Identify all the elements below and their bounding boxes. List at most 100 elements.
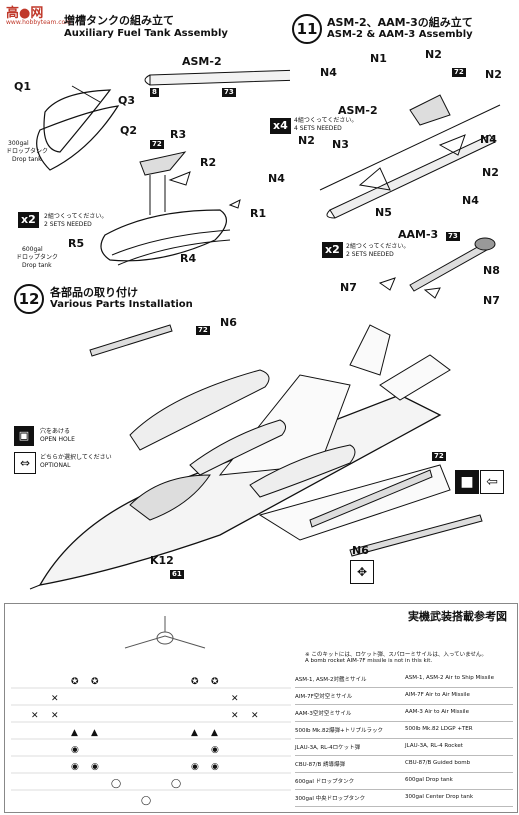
row-label-jp: JLAU-3A, RL-4ロケット弾	[295, 745, 361, 751]
paint-tag-73a: 73	[222, 88, 236, 97]
row-label-jp: 500lb Mk.82爆弾+トリプルラック	[295, 728, 384, 734]
svg-text:✕: ✕	[251, 711, 259, 721]
svg-text:◯: ◯	[141, 796, 151, 806]
part-n1: N1	[370, 52, 387, 65]
reference-row: 300gal 中央ドロップタンク 300gal Center Drop tank	[295, 791, 513, 807]
open-hole-icon: ▣	[14, 426, 34, 446]
part-n7a: N7	[340, 281, 357, 294]
tank600-title: 600gal	[22, 246, 43, 253]
part-n7b: N7	[483, 294, 500, 307]
step11-title-en: ASM-2 & AAM-3 Assembly	[327, 29, 473, 40]
part-r2: R2	[200, 156, 217, 169]
qty-1-en: 2 SETS NEEDED	[44, 221, 92, 228]
step12-number: 12	[14, 284, 44, 314]
part-k12: K12	[150, 554, 174, 567]
part-n5: N5	[375, 206, 392, 219]
part-asm2-top: ASM-2	[182, 55, 222, 68]
svg-text:◉: ◉	[191, 762, 199, 772]
reference-row: 600gal ドロップタンク 600gal Drop tank	[295, 774, 513, 790]
legend-optional-jp: どちらか選択してください	[40, 454, 112, 461]
tank300-title: 300gal	[8, 140, 29, 147]
reference-note-en: A bomb rocket AIM-7F missile is not in t…	[305, 658, 433, 664]
optional-icon: ⇔	[14, 452, 36, 474]
part-n4c: N4	[268, 172, 285, 185]
row-label-en: CBU-87/B Guided bomb	[405, 760, 471, 766]
svg-text:▲: ▲	[211, 728, 218, 738]
paint-tag-8: 8	[150, 88, 159, 97]
reference-row: AIM-7F空対空ミサイル AIM-7F Air to Air Missile	[295, 689, 513, 705]
part-q3: Q3	[118, 94, 136, 107]
option-cross-icon: ✥	[350, 560, 374, 584]
svg-text:✪: ✪	[91, 677, 99, 687]
reference-row: AAM-3空対空ミサイル AAM-3 Air to Air Missile	[295, 706, 513, 722]
row-label-jp: ASM-1, ASM-2対艦ミサイル	[295, 677, 367, 683]
row-label-jp: 300gal 中央ドロップタンク	[295, 796, 366, 802]
svg-text:✕: ✕	[231, 694, 239, 704]
svg-text:✕: ✕	[231, 711, 239, 721]
row-label-jp: AAM-3空対空ミサイル	[295, 711, 352, 717]
watermark-url: www.hobbyteam.com	[6, 19, 72, 26]
step12-title-jp: 各部品の取り付け	[50, 286, 138, 299]
part-n2d: N2	[482, 166, 499, 179]
svg-text:✕: ✕	[31, 711, 39, 721]
part-n2a: N2	[425, 48, 442, 61]
row-label-en: 300gal Center Drop tank	[405, 794, 474, 800]
missile-assembly-diagram	[319, 94, 501, 299]
tank300-en: Drop tank	[12, 156, 42, 163]
tank600-en: Drop tank	[22, 262, 52, 269]
svg-text:◉: ◉	[91, 762, 99, 772]
option-arrow-icon: ⇦	[480, 470, 504, 494]
qty-2-jp: 4組つくってください。	[294, 117, 358, 124]
part-r5: R5	[68, 237, 85, 250]
svg-text:▲: ▲	[191, 728, 198, 738]
tank600-sub: ドロップタンク	[16, 254, 59, 261]
qty-1-jp: 2組つくってください。	[44, 213, 108, 220]
paint-tag-72a: 72	[150, 140, 164, 149]
part-n2c: N2	[298, 134, 315, 147]
qty-box-2: x4	[270, 118, 291, 134]
step12-title-en: Various Parts Installation	[50, 299, 193, 310]
tank300-sub: ドロップタンク	[6, 148, 49, 155]
step10-title-en: Auxiliary Fuel Tank Assembly	[64, 28, 228, 39]
part-n6b: N6	[352, 544, 369, 557]
svg-text:✕: ✕	[51, 711, 59, 721]
loadout-symbol-grid: ✪✪✪✪ ✕✕ ✕✕✕✕ ▲▲▲▲ ◉◉ ◉◉◉◉ ◯◯ ◯	[11, 677, 291, 806]
part-n8: N8	[483, 264, 500, 277]
reference-row: JLAU-3A, RL-4ロケット弾 JLAU-3A, RL-4 Rocket	[295, 740, 513, 756]
aircraft-diagram	[29, 324, 483, 590]
watermark-brand: 高●网	[6, 6, 44, 21]
legend-open-hole-jp: 穴をあける	[40, 428, 71, 435]
row-label-en: JLAU-3A, RL-4 Rocket	[405, 743, 463, 749]
reference-title: 実機武装搭載参考図	[408, 610, 507, 623]
svg-text:◉: ◉	[71, 762, 79, 772]
paint-tag-72c: 72	[196, 326, 210, 335]
step10-title-jp: 増槽タンクの組み立て	[64, 14, 174, 27]
qty-box-3: x2	[322, 242, 343, 258]
row-label-en: 500lb Mk.82 LDGP +TER	[405, 726, 473, 732]
reference-row: ASM-1, ASM-2対艦ミサイル ASM-1, ASM-2 Air to S…	[295, 672, 513, 688]
svg-text:◯: ◯	[171, 779, 181, 789]
legend-optional-en: OPTIONAL	[40, 462, 71, 469]
svg-text:✪: ✪	[211, 677, 219, 687]
svg-text:◉: ◉	[211, 762, 219, 772]
armament-reference-panel: 実機武装搭載参考図 ※ このキットには、ロケット弾、スパローミサイルは、入ってい…	[4, 603, 518, 813]
paint-tag-61: 61	[170, 570, 184, 579]
paint-tag-73b: 73	[446, 232, 460, 241]
qty-3-en: 2 SETS NEEDED	[346, 251, 394, 258]
step11-title-jp: ASM-2、AAM-3の組み立て	[327, 16, 473, 29]
svg-text:▲: ▲	[91, 728, 98, 738]
aircraft-front-view	[124, 616, 206, 649]
reference-row: CBU-87/B 誘導爆弾 CBU-87/B Guided bomb	[295, 757, 513, 773]
svg-text:◉: ◉	[211, 745, 219, 755]
svg-text:▲: ▲	[71, 728, 78, 738]
part-r1: R1	[250, 207, 267, 220]
row-label-en: ASM-1, ASM-2 Air to Ship Missile	[405, 675, 494, 681]
part-n6a: N6	[220, 316, 237, 329]
svg-text:✪: ✪	[71, 677, 79, 687]
reference-row: 500lb Mk.82爆弾+トリプルラック 500lb Mk.82 LDGP +…	[295, 723, 513, 739]
row-label-en: 600gal Drop tank	[405, 777, 453, 783]
paint-tag-72b: 72	[452, 68, 466, 77]
part-n3: N3	[332, 138, 349, 151]
part-q2: Q2	[120, 124, 138, 137]
option-marker-right-1: ■	[455, 470, 479, 494]
